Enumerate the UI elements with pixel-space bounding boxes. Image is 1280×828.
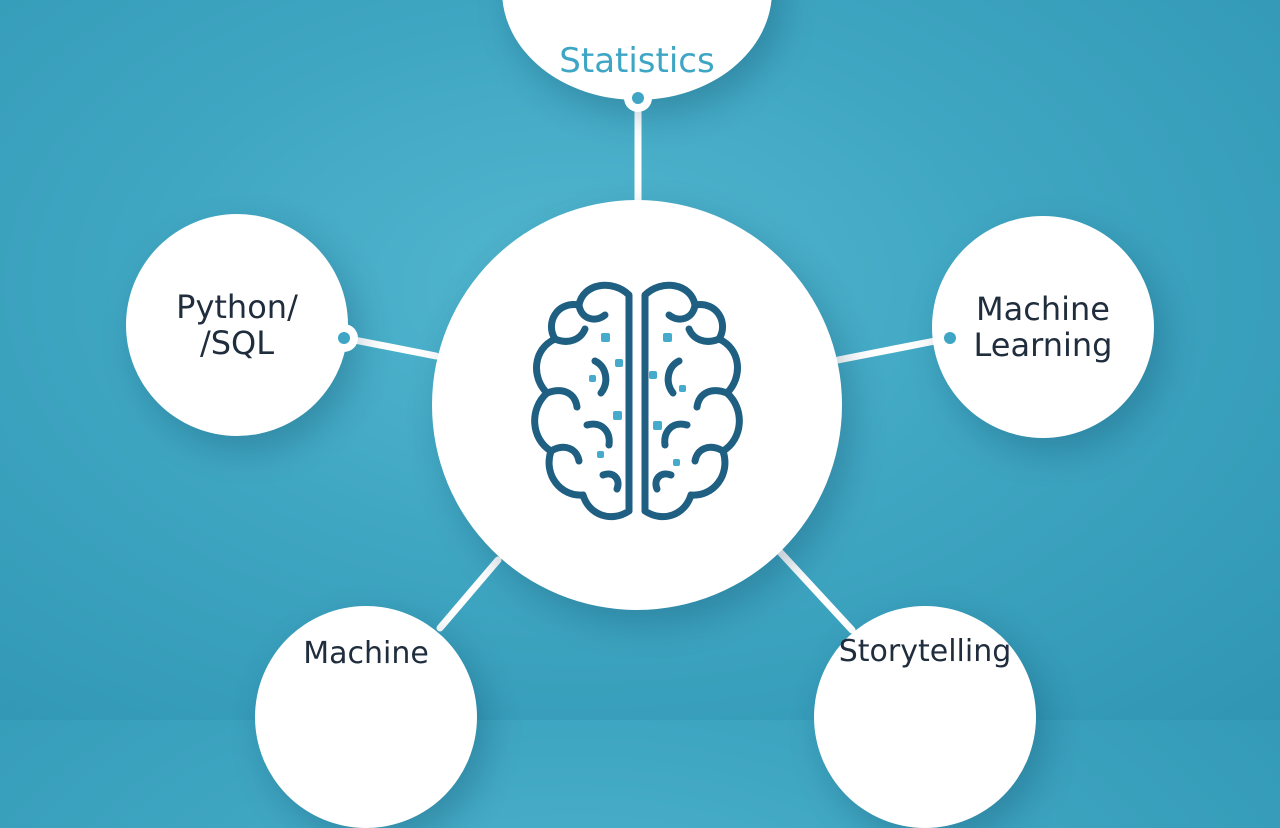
connector-python: [340, 334, 440, 360]
node-python-sql-label: Python/ /SQL: [176, 287, 298, 362]
center-node: [432, 200, 842, 610]
connector-ml-right: [834, 336, 944, 364]
node-machine-learning-bottom: Machine: [255, 606, 477, 828]
connector-lines: [0, 0, 1280, 720]
node-statistics-label: Statistics: [559, 40, 715, 81]
connector-ml-bottom: [436, 556, 502, 632]
node-python-sql: Python/ /SQL: [126, 214, 348, 436]
node-machine-learning-right-label: Machine Learning: [973, 289, 1113, 364]
connector-storytelling: [776, 548, 856, 634]
node-machine-learning-right: Machine Learning: [932, 216, 1154, 438]
node-storytelling-label: Storytelling: [838, 633, 1012, 669]
node-storytelling: Storytelling: [814, 606, 1036, 828]
node-machine-learning-bottom-label: Machine: [303, 635, 429, 671]
brain-icon: [531, 281, 743, 521]
